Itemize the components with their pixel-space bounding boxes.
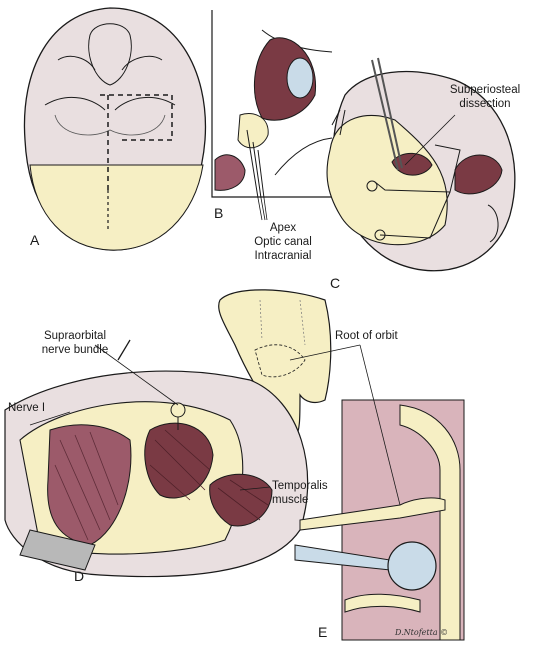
panel-letter-d: D bbox=[74, 568, 85, 584]
label-nerve-bundle: nerve bundle bbox=[41, 344, 109, 356]
panel-e-cross-section bbox=[294, 399, 465, 641]
label-intracranial: Intracranial bbox=[254, 250, 312, 262]
leader-lines bbox=[94, 197, 401, 506]
label-dissection: dissection bbox=[459, 98, 511, 110]
panel-b-orbit bbox=[211, 10, 333, 199]
panel-d-surgical-view bbox=[4, 339, 309, 578]
panel-letter-e: E bbox=[318, 624, 328, 640]
label-optic-canal: Optic canal bbox=[254, 236, 312, 248]
artist-signature: D.Ntofetta © bbox=[395, 628, 449, 637]
panel-c-craniotomy bbox=[326, 57, 516, 272]
label-subperiosteal: Subperiosteal bbox=[449, 84, 521, 96]
bone-flap bbox=[218, 289, 332, 442]
panel-letter-a: A bbox=[30, 232, 40, 248]
label-nerve-i: Nerve I bbox=[8, 402, 46, 414]
panel-letter-c: C bbox=[330, 275, 341, 291]
label-muscle: muscle bbox=[272, 494, 309, 506]
label-temporalis: Temporalis bbox=[272, 480, 328, 492]
label-supraorbital: Supraorbital bbox=[43, 330, 106, 342]
label-apex: Apex bbox=[269, 222, 297, 234]
label-root-of-orbit: Root of orbit bbox=[335, 330, 398, 342]
panel-letter-b: B bbox=[214, 205, 224, 221]
panel-a-head bbox=[23, 7, 207, 251]
